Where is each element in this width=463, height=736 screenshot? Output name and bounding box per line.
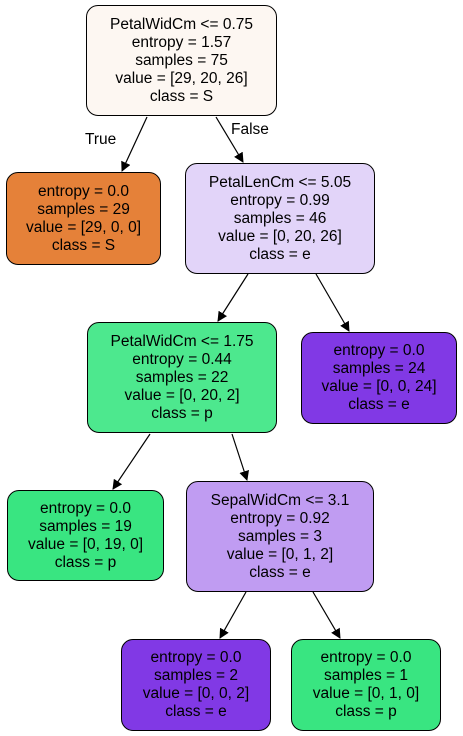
- node-text-line: class = e: [249, 245, 311, 263]
- node-text-line: class = e: [249, 563, 311, 581]
- node-text-line: samples = 3: [237, 527, 322, 545]
- tree-edge-arrow: [121, 116, 148, 172]
- node-text-line: entropy = 0.0: [40, 499, 131, 517]
- tree-edge-arrow: [215, 116, 244, 163]
- tree-edge-arrow: [219, 591, 247, 639]
- node-text-line: entropy = 0.0: [150, 649, 242, 666]
- node-text-line: class = e: [165, 703, 227, 720]
- node-text-line: value = [29, 0, 0]: [25, 218, 142, 236]
- node-text-line: entropy = 0.44: [132, 350, 232, 368]
- node-text-line: samples = 1: [323, 667, 408, 684]
- node-text-line: PetalWidCm <= 1.75: [110, 332, 254, 350]
- node-text-line: class = p: [335, 703, 397, 720]
- node-text-line: value = [0, 0, 2]: [142, 685, 250, 702]
- node-text-line: samples = 22: [135, 368, 229, 386]
- tree-edge-arrow: [112, 433, 151, 490]
- tree-edge-arrow: [231, 433, 249, 481]
- node-text-line: value = [0, 20, 26]: [218, 227, 342, 245]
- node-text-line: value = [0, 1, 0]: [312, 685, 420, 702]
- node-text-line: entropy = 0.0: [333, 342, 425, 359]
- node-text-line: samples = 29: [37, 200, 130, 218]
- node-text-line: entropy = 0.92: [230, 509, 330, 527]
- node-text-line: entropy = 0.99: [230, 191, 330, 209]
- node-text-line: samples = 19: [39, 517, 132, 535]
- node-text-line: class = S: [51, 236, 116, 254]
- tree-edge-arrow: [312, 591, 341, 639]
- node-text-line: PetalLenCm <= 5.05: [208, 173, 352, 191]
- node-text-line: class = e: [348, 396, 410, 413]
- node-text-line: samples = 2: [153, 667, 238, 684]
- node-text-line: samples = 24: [332, 360, 426, 377]
- edge-label-true: True: [85, 131, 117, 148]
- node-text-line: value = [0, 19, 0]: [27, 535, 144, 553]
- node-text-line: samples = 46: [233, 209, 327, 227]
- node-text-line: value = [29, 20, 26]: [115, 69, 248, 87]
- node-text-line: entropy = 0.0: [320, 649, 412, 666]
- node-text-line: entropy = 0.0: [38, 182, 129, 200]
- node-text-line: value = [0, 20, 2]: [124, 386, 240, 404]
- node-text-line: class = S: [149, 87, 214, 105]
- node-text-line: entropy = 1.57: [131, 33, 232, 51]
- tree-edge-arrow: [217, 273, 249, 322]
- node-text-line: class = p: [151, 404, 213, 422]
- node-text-line: class = p: [54, 553, 117, 571]
- node-text-line: value = [0, 1, 2]: [226, 545, 334, 563]
- edge-label-false: False: [231, 121, 269, 138]
- node-text-line: samples = 75: [135, 51, 228, 69]
- node-text-line: value = [0, 0, 24]: [321, 378, 437, 395]
- tree-edge-arrow: [315, 273, 350, 332]
- node-text-line: SepalWidCm <= 3.1: [210, 491, 350, 509]
- node-text-line: PetalWidCm <= 0.75: [109, 15, 253, 33]
